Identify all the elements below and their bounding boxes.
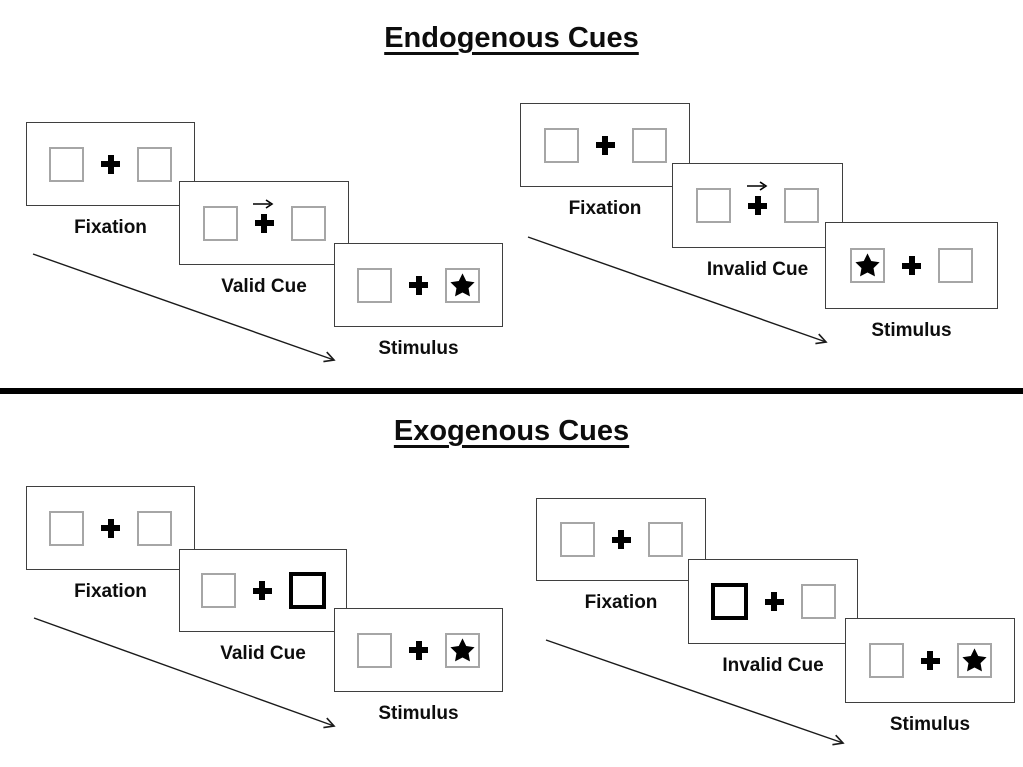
trial-screen xyxy=(672,163,843,248)
step-exogenous-valid-cue: Valid Cue xyxy=(179,549,347,665)
right-target-box xyxy=(445,632,480,668)
right-target-box xyxy=(956,643,992,678)
fixation-cross-icon xyxy=(409,275,428,295)
step-label: Invalid Cue xyxy=(722,655,824,676)
right-placeholder-box xyxy=(800,584,836,619)
left-placeholder-box xyxy=(49,146,84,182)
step-endogenous-invalid-fixation: Fixation xyxy=(520,103,690,220)
fixation-cross-icon xyxy=(920,651,940,670)
section-title-exogenous: Exogenous Cues xyxy=(393,415,630,447)
step-label: Valid Cue xyxy=(220,643,306,664)
step-label: Fixation xyxy=(74,217,147,238)
fixation-cross-icon xyxy=(902,256,921,275)
step-label: Invalid Cue xyxy=(706,259,809,280)
trial-screen xyxy=(334,608,503,692)
right-placeholder-box xyxy=(631,127,667,163)
right-target-box xyxy=(445,267,480,303)
left-target-box xyxy=(850,248,885,283)
right-arrow-icon xyxy=(253,198,274,209)
trial-screen xyxy=(26,486,195,570)
sequence-arrow-exogenous-invalid xyxy=(545,639,845,746)
step-label: Fixation xyxy=(568,198,642,219)
trial-screen xyxy=(845,618,1015,703)
step-endogenous-valid-fixation: Fixation xyxy=(26,122,195,239)
step-exogenous-valid-stimulus: Stimulus xyxy=(334,608,503,725)
fixation-cross-icon xyxy=(764,592,784,611)
sequence-arrow-endogenous-valid xyxy=(32,253,336,363)
step-endogenous-valid-stimulus: Stimulus xyxy=(334,243,503,360)
right-placeholder-box xyxy=(137,146,172,182)
left-placeholder-box xyxy=(868,643,904,678)
right-placeholder-box xyxy=(938,248,973,283)
trial-screen xyxy=(520,103,690,187)
step-label: Stimulus xyxy=(871,320,952,341)
star-icon xyxy=(855,253,880,277)
step-exogenous-valid-fixation: Fixation xyxy=(26,486,195,603)
fixation-cross-icon xyxy=(611,530,631,549)
step-endogenous-valid-cue: Valid Cue xyxy=(179,181,349,298)
right-placeholder-box xyxy=(784,188,819,223)
step-exogenous-invalid-fixation: Fixation xyxy=(536,498,706,614)
left-placeholder-box xyxy=(202,205,238,241)
sequence-arrow-endogenous-invalid xyxy=(527,236,828,345)
step-label: Valid Cue xyxy=(221,276,307,297)
left-placeholder-box xyxy=(696,188,731,223)
trial-screen xyxy=(179,549,347,632)
fixation-cross-icon xyxy=(746,181,767,215)
trial-screen xyxy=(688,559,858,644)
step-label: Stimulus xyxy=(378,338,459,359)
step-label: Fixation xyxy=(74,581,147,602)
trial-screen xyxy=(26,122,195,206)
fixation-cross-icon xyxy=(409,640,428,660)
star-icon xyxy=(450,272,475,296)
fixation-cross-icon xyxy=(595,135,615,155)
left-placeholder-box xyxy=(559,522,595,557)
left-placeholder-box xyxy=(49,510,84,546)
right-placeholder-box xyxy=(647,522,683,557)
step-label: Stimulus xyxy=(378,703,459,724)
fixation-cross-icon xyxy=(252,581,272,600)
left-placeholder-box xyxy=(200,573,236,608)
fixation-cross-icon xyxy=(253,198,274,233)
step-exogenous-invalid-stimulus: Stimulus xyxy=(845,618,1015,736)
section-title-endogenous: Endogenous Cues xyxy=(384,22,639,54)
sequence-arrow-exogenous-valid xyxy=(33,617,336,729)
trial-screen xyxy=(536,498,706,581)
fixation-cross-icon xyxy=(101,518,120,538)
right-arrow-icon xyxy=(746,181,767,191)
star-icon xyxy=(450,637,475,661)
step-label: Fixation xyxy=(584,592,658,613)
section-divider xyxy=(0,388,1023,394)
step-exogenous-invalid-cue: Invalid Cue xyxy=(688,559,858,677)
step-endogenous-invalid-stimulus: Stimulus xyxy=(825,222,998,342)
left-placeholder-box xyxy=(543,127,579,163)
left-highlighted-cue-box xyxy=(710,583,748,620)
step-label: Stimulus xyxy=(889,714,971,735)
right-placeholder-box xyxy=(137,510,172,546)
right-placeholder-box xyxy=(290,205,326,241)
trial-screen xyxy=(334,243,503,327)
fixation-cross-icon xyxy=(101,154,120,174)
trial-screen xyxy=(179,181,349,265)
step-endogenous-invalid-cue: Invalid Cue xyxy=(672,163,843,281)
star-icon xyxy=(961,648,987,672)
right-highlighted-cue-box xyxy=(288,572,326,609)
trial-screen xyxy=(825,222,998,309)
left-placeholder-box xyxy=(357,632,392,668)
left-placeholder-box xyxy=(357,267,392,303)
